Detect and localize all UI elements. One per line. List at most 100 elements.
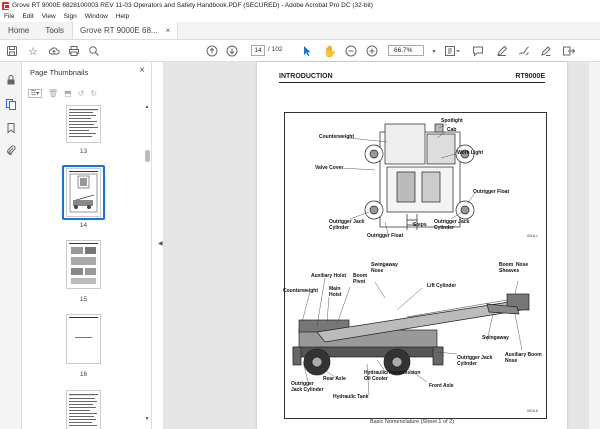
fit-page-icon[interactable] — [444, 44, 460, 58]
callout-swingaway: Swingaway — [482, 335, 509, 341]
zoom-in-icon[interactable] — [366, 44, 378, 58]
tab-bar: Home Tools Grove RT 9000E 68... × — [0, 22, 600, 40]
page-section-title: INTRODUCTION — [279, 73, 333, 80]
thumbnail-16-preview — [69, 317, 98, 338]
crane-illustrations — [292, 123, 530, 396]
panel-scroll-down-icon[interactable]: ▼ — [144, 416, 150, 422]
insert-page-icon[interactable]: ⬒ — [64, 88, 72, 98]
callout-steps: Steps — [413, 222, 427, 228]
figure-caption: Basic Nomenclature (Sheet 1 of 2) — [369, 419, 455, 425]
bookmark-star-icon[interactable]: ☆ — [28, 45, 38, 58]
figure-frame — [284, 112, 547, 419]
delete-page-icon[interactable]: 🗑 — [48, 88, 59, 98]
menu-file[interactable]: File — [4, 13, 15, 20]
options-menu-icon[interactable]: ☰▾ — [28, 88, 42, 98]
draw-icon[interactable] — [518, 44, 530, 58]
thumbnail-label-15: 15 — [79, 296, 88, 303]
bookmarks-icon[interactable] — [5, 122, 17, 134]
page-thumbnail-14[interactable] — [66, 168, 101, 217]
page-total: / 102 — [268, 46, 283, 53]
callout-cab: Cab — [447, 127, 457, 133]
acrobat-logo-icon — [2, 1, 10, 10]
callout-spotlight: Spotlight — [441, 118, 463, 124]
tab-document-label: Grove RT 9000E 68... — [80, 26, 158, 35]
page-thumbnails-icon[interactable] — [5, 98, 17, 110]
previous-page-icon[interactable] — [206, 44, 218, 58]
page-thumbnail-13[interactable] — [66, 105, 101, 143]
panel-scroll-up-icon[interactable]: ▲ — [144, 104, 150, 110]
page-thumbnail-17[interactable] — [66, 390, 101, 429]
window-title: Grove RT 9000E 6828100003 REV 11-03 Oper… — [12, 2, 373, 9]
close-panel-icon[interactable]: × — [139, 65, 145, 76]
rotate-ccw-icon[interactable]: ↺ — [77, 88, 85, 98]
thumbnail-label-13: 13 — [79, 148, 88, 155]
tab-home[interactable]: Home — [8, 26, 30, 35]
share-icon[interactable] — [562, 44, 576, 58]
thumbnail-label-16: 16 — [79, 371, 88, 378]
callout-work-light: Work Light — [457, 150, 484, 156]
callout-outrigger-jack-cylinder-side-left: Outrigger Jack Cylinder — [291, 381, 324, 393]
cloud-upload-icon[interactable] — [48, 44, 60, 58]
collapse-panel-icon[interactable]: ◀ — [158, 241, 163, 247]
tab-tools[interactable]: Tools — [45, 26, 65, 35]
thumbnail-15-preview — [69, 243, 98, 284]
callout-main-hoist: Main Hoist — [329, 286, 342, 298]
zoom-level-input[interactable]: 66.7% — [388, 45, 424, 56]
lock-icon[interactable] — [5, 74, 17, 86]
page-header: INTRODUCTION RT9000E — [279, 73, 545, 80]
hand-tool-icon[interactable]: ✋ — [323, 45, 337, 58]
save-icon[interactable] — [6, 44, 18, 58]
callout-auxiliary-boom-nose: Auxiliary Boom Nose — [505, 352, 542, 364]
callout-hydraulic-transmission-oil-cooler: Hydraulic/Transmission Oil Cooler — [364, 370, 421, 382]
callout-outrigger-float-bottom: Outrigger Float — [367, 233, 404, 239]
callout-boom-nose-sheaves: Boom Nose Sheaves — [499, 262, 529, 274]
page-thumbnail-16[interactable] — [66, 314, 101, 364]
menu-edit[interactable]: Edit — [22, 13, 34, 20]
page-thumbnail-15[interactable] — [66, 240, 101, 289]
search-icon[interactable] — [88, 44, 100, 58]
thumbnail-17-preview — [69, 394, 98, 426]
callout-hydraulic-tank: Hydraulic Tank — [333, 394, 369, 400]
next-page-icon[interactable] — [226, 44, 238, 58]
menu-bar: File Edit View Sign Window Help — [0, 11, 600, 22]
print-icon[interactable] — [68, 44, 80, 58]
header-rule — [279, 82, 545, 83]
sign-icon[interactable] — [540, 44, 552, 58]
rotate-cw-icon[interactable]: ↻ — [90, 88, 98, 98]
figure-code-top: 0016-1 — [527, 234, 538, 238]
callout-rear-axle: Rear Axle — [323, 376, 346, 382]
attachments-icon[interactable] — [5, 144, 17, 156]
highlight-pen-icon[interactable] — [496, 44, 508, 58]
menu-sign[interactable]: Sign — [63, 13, 77, 20]
callout-front-axle: Front Axle — [429, 383, 454, 389]
menu-help[interactable]: Help — [115, 13, 130, 20]
tab-document[interactable]: Grove RT 9000E 68... × — [72, 22, 179, 39]
panel-scrollbar-thumb[interactable] — [145, 150, 150, 162]
crane-top-view — [364, 123, 475, 230]
callout-outrigger-jack-cylinder-left: Outrigger Jack Cylinder — [329, 219, 365, 231]
callout-swingaway-nose: Swingaway Nose — [371, 262, 398, 274]
callout-counterweight-side: Counterweight — [283, 288, 318, 294]
callout-outrigger-jack-cylinder-side-right: Outrigger Jack Cylinder — [457, 355, 493, 367]
comment-icon[interactable] — [472, 44, 484, 58]
toolbar: ☆ ✋ ▾ — [0, 40, 600, 62]
close-tab-icon[interactable]: × — [165, 26, 171, 35]
thumbnail-13-preview — [69, 109, 98, 137]
selected-thumbnail-highlight — [62, 165, 105, 220]
current-page-input[interactable]: 14 — [251, 45, 265, 56]
zoom-level-value: 66.7% — [394, 47, 413, 54]
zoom-out-icon[interactable] — [345, 44, 357, 58]
panel-title: Page Thumbnails — [30, 68, 89, 77]
zoom-dropdown-icon[interactable]: ▾ — [432, 48, 436, 55]
callout-outrigger-float-right: Outrigger Float — [473, 189, 510, 195]
page-model-title: RT9000E — [515, 73, 545, 80]
right-scroll-rail[interactable] — [589, 62, 600, 429]
menu-window[interactable]: Window — [84, 13, 108, 20]
menu-view[interactable]: View — [41, 13, 56, 20]
callout-lift-cylinder: Lift Cylinder — [427, 283, 457, 289]
thumbnail-label-14: 14 — [79, 222, 88, 229]
left-rail — [0, 62, 22, 429]
panel-toolbar: ☰▾ 🗑 ⬒ ↺ ↻ — [28, 86, 97, 100]
select-cursor-icon[interactable] — [302, 44, 312, 58]
callout-counterweight-top: Counterweight — [319, 134, 354, 140]
